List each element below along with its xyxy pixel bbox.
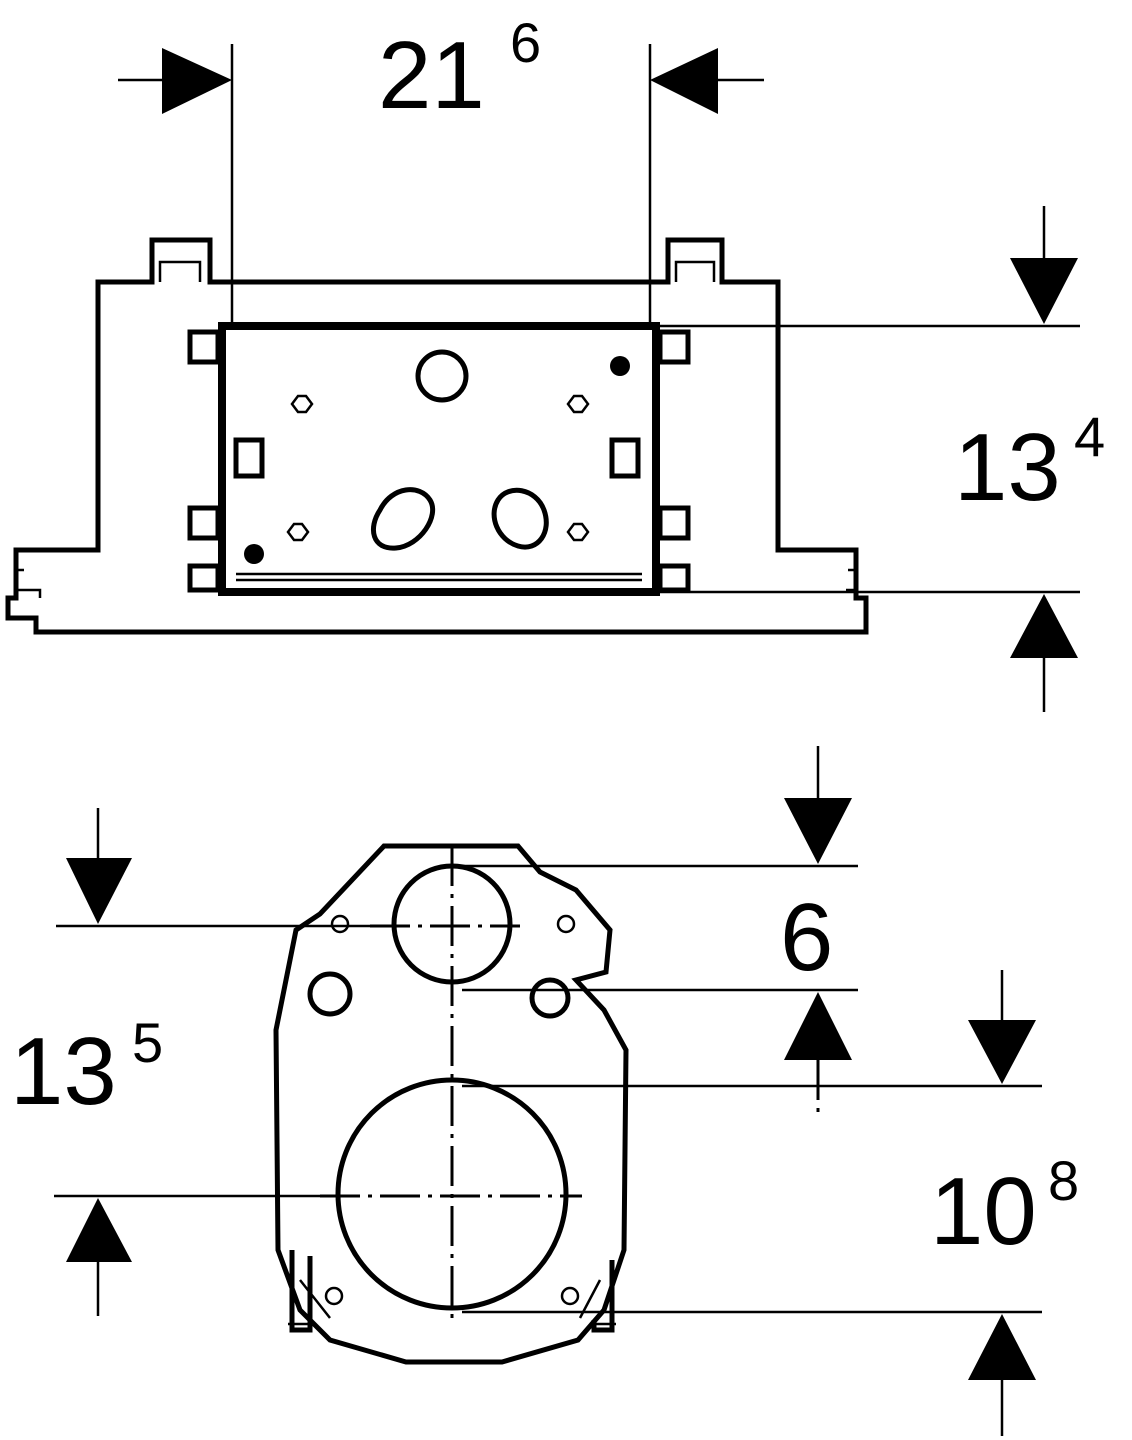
- dim-arrow-bottom: [1010, 594, 1078, 658]
- dimension-lower-label: 10: [930, 1158, 1037, 1265]
- left-slot-hole: [370, 487, 436, 551]
- dimension-height-label: 13: [954, 414, 1061, 521]
- dim-arrow-top: [1010, 258, 1078, 324]
- left-clip-lower: [187, 505, 221, 541]
- screw-bottom-left: [286, 522, 310, 542]
- bottom-view: 13 5 6 10 8: [10, 746, 1079, 1436]
- left-clip-top: [187, 329, 221, 365]
- screw-bottom-right: [566, 522, 590, 542]
- dimension-width-sup: 6: [510, 11, 541, 74]
- bottom-left-pin-hole: [324, 1286, 344, 1306]
- right-clip-lower: [657, 505, 691, 541]
- top-right-pin-hole: [556, 914, 576, 934]
- dimension-width-label: 21: [378, 22, 485, 129]
- right-clip-top: [657, 329, 691, 365]
- left-clip-bottom: [187, 563, 221, 593]
- left-tab-detail: [158, 260, 202, 282]
- marker-dot-top: [610, 356, 630, 376]
- right-dim108-arrow-bottom: [968, 1314, 1036, 1380]
- marker-dot-bottom: [244, 544, 264, 564]
- junction-box: [218, 322, 660, 596]
- dimension-left-sup: 5: [132, 1011, 163, 1074]
- left-dim-arrow-top: [66, 858, 132, 924]
- right-slot-hole: [491, 487, 549, 550]
- top-left-pin-hole: [330, 914, 350, 934]
- right-small-hole: [529, 977, 571, 1019]
- right-dim6-arrow-top: [784, 798, 852, 864]
- right-dim6-arrow-bottom: [784, 992, 852, 1060]
- screw-top-left: [290, 394, 314, 414]
- dimension-height-sup: 4: [1074, 405, 1105, 468]
- mounting-frame-outline: [5, 237, 869, 635]
- right-tab-detail: [674, 260, 716, 282]
- left-dim-arrow-bottom: [66, 1198, 132, 1262]
- left-edge-detail: [16, 568, 42, 598]
- dim-arrow-right: [650, 48, 718, 114]
- dimension-lower-sup: 8: [1048, 1149, 1079, 1212]
- mounting-plate-outline: [273, 843, 629, 1365]
- top-view: 21 6 13 4: [5, 11, 1105, 712]
- right-clip-middle: [609, 437, 641, 479]
- dimension-left-label: 13: [10, 1018, 117, 1125]
- right-dim108-arrow-top: [968, 1020, 1036, 1084]
- left-foot-detail: [288, 1279, 331, 1326]
- dimension-spacing-label: 6: [780, 884, 833, 991]
- bottom-right-pin-hole: [560, 1286, 580, 1306]
- right-clip-bottom: [657, 563, 691, 593]
- left-small-hole: [307, 971, 353, 1017]
- screw-top-right: [566, 394, 590, 414]
- lower-circle-hole: [335, 1077, 569, 1311]
- top-round-hole: [415, 349, 469, 403]
- right-edge-detail: [846, 568, 856, 592]
- junction-box-bottom-lip: [236, 572, 642, 582]
- left-clip-middle: [233, 437, 265, 479]
- dim-arrow-left: [162, 48, 232, 114]
